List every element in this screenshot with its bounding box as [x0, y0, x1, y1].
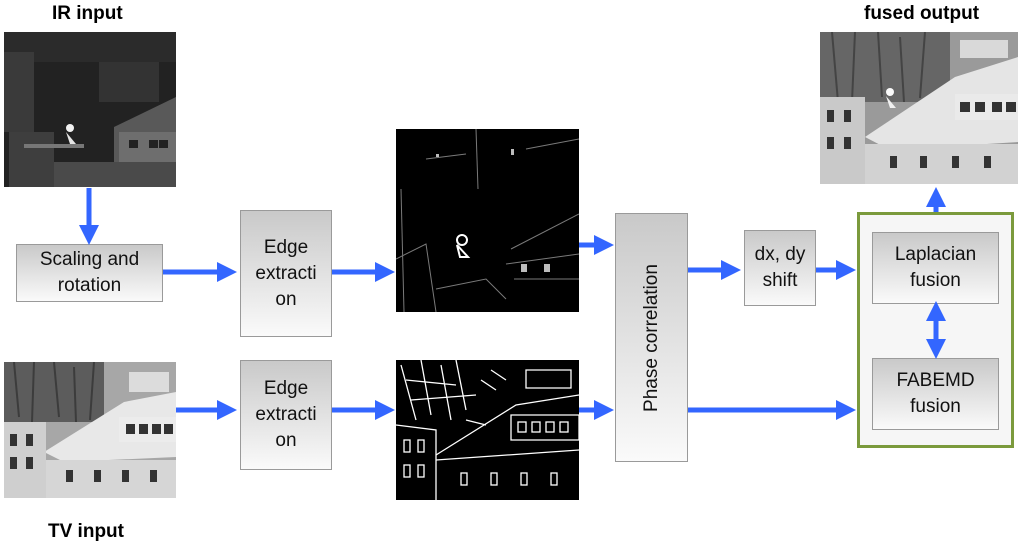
scaling-rotation-label: Scaling and rotation	[39, 249, 140, 296]
shift-block: dx, dy shift	[744, 230, 816, 306]
edge-extraction-top-label: Edge extracti on	[255, 236, 317, 310]
fused-output-title: fused output	[864, 3, 980, 24]
edge-extraction-top-block: Edge extracti on	[240, 210, 332, 337]
tv-edge-image	[396, 360, 579, 500]
fabemd-fusion-label: FABEMD fusion	[896, 370, 975, 417]
scaling-rotation-block: Scaling and rotation	[16, 244, 163, 302]
ir-input-image	[4, 32, 176, 187]
ir-edge-image	[396, 129, 579, 312]
laplacian-fusion-label: Laplacian fusion	[894, 244, 977, 291]
phase-correlation-block: Phase correlation	[615, 213, 688, 462]
edge-extraction-bottom-label: Edge extracti on	[255, 378, 317, 451]
ir-input-title: IR input	[52, 3, 123, 24]
shift-label: dx, dy shift	[754, 244, 806, 291]
tv-input-title: TV input	[48, 521, 124, 542]
edge-extraction-bottom-block: Edge extracti on	[240, 360, 332, 470]
fused-output-image	[820, 32, 1018, 184]
laplacian-fusion-block: Laplacian fusion	[872, 232, 999, 304]
tv-input-image	[4, 362, 176, 498]
